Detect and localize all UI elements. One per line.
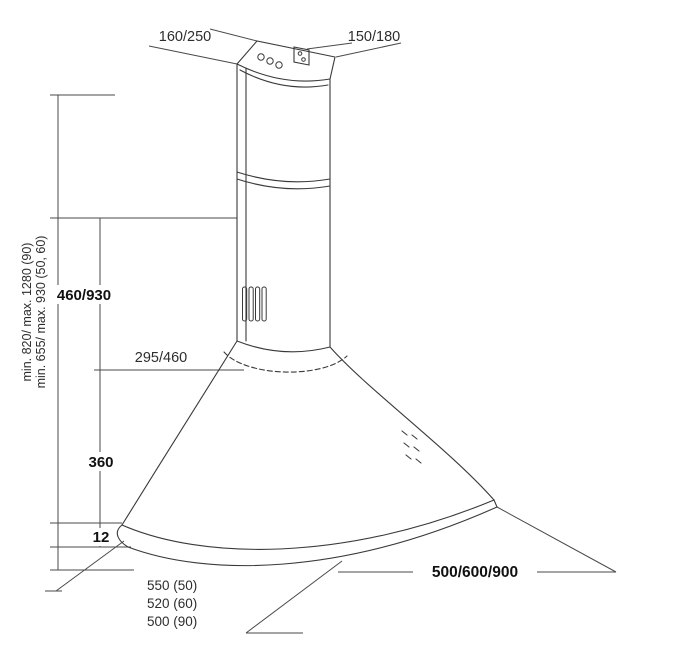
vent-slat	[242, 286, 248, 322]
total-height-90-label: min. 820/ max. 1280 (90)	[20, 243, 34, 382]
dome-canopy	[116, 340, 498, 567]
control-mark	[415, 458, 422, 464]
width-leader-right	[496, 506, 617, 573]
chimney-top	[236, 40, 336, 88]
chimney-top-outline	[236, 40, 336, 80]
base-rim-right-cap	[493, 499, 498, 508]
chimney-top-front-rim	[236, 63, 331, 82]
label-bg	[52, 285, 116, 304]
base-rim-left-cap	[116, 524, 129, 548]
telescopic-seam-lower	[236, 178, 331, 190]
top-left-leader-front	[148, 45, 238, 65]
base-rim-upper	[121, 499, 495, 550]
label-bg	[87, 528, 115, 546]
total-height-50-60-label: min. 655/ max. 930 (50, 60)	[34, 236, 48, 389]
duct-outlet-plate	[293, 46, 310, 66]
duct-outlet-hole	[301, 57, 306, 62]
vent-slat	[261, 286, 267, 322]
base-rim-lower	[127, 506, 498, 567]
depth-leader-left	[55, 540, 125, 592]
chimney-depth-label: 160/250	[159, 29, 211, 45]
label-backgrounds	[52, 285, 537, 581]
chimney-height-label: 460/930	[57, 287, 111, 304]
duct-outlet-label: 150/180	[348, 29, 400, 45]
telescopic-seam-upper	[236, 171, 331, 183]
label-bg	[82, 452, 120, 471]
dimension-labels: 160/250 150/180 min. 820/ max. 1280 (90)…	[20, 29, 518, 629]
top-right-leader-outer	[335, 42, 402, 58]
vent-slat	[248, 286, 254, 322]
control-mark	[413, 446, 420, 452]
mounting-hole	[266, 57, 274, 65]
rim-height-label: 12	[93, 529, 110, 546]
control-marks	[401, 430, 422, 464]
chimney-dome-junction	[236, 340, 331, 353]
vent-slat	[255, 286, 261, 322]
control-mark	[405, 454, 412, 460]
chimney-body	[236, 63, 331, 348]
dome-left-silhouette	[121, 340, 238, 526]
mounting-holes	[257, 53, 283, 69]
control-mark	[401, 430, 408, 436]
dome-right-silhouette	[329, 346, 495, 501]
top-left-leader-back	[209, 28, 258, 42]
mounting-hole	[275, 61, 283, 69]
mounting-hole	[257, 53, 265, 61]
depth-50-label: 550 (50)	[147, 578, 197, 593]
chimney-top-front-rim-inner	[239, 69, 329, 88]
dome-height-label: 360	[88, 454, 113, 471]
depth-90-label: 500 (90)	[147, 614, 197, 629]
top-right-leader-inner	[306, 42, 353, 50]
hood-drawing	[116, 40, 498, 567]
hood-width-label: 500/600/900	[432, 564, 518, 581]
vent-grille	[242, 286, 267, 322]
chimney-width-label: 295/460	[135, 350, 187, 366]
depth-leader-right	[245, 560, 343, 634]
label-bg	[413, 561, 537, 581]
depth-60-label: 520 (60)	[147, 596, 197, 611]
dome-hidden-edge	[223, 351, 348, 373]
control-mark	[403, 442, 410, 448]
control-mark	[411, 434, 418, 440]
duct-outlet-hole	[297, 51, 303, 56]
duct-outlet	[293, 46, 310, 66]
